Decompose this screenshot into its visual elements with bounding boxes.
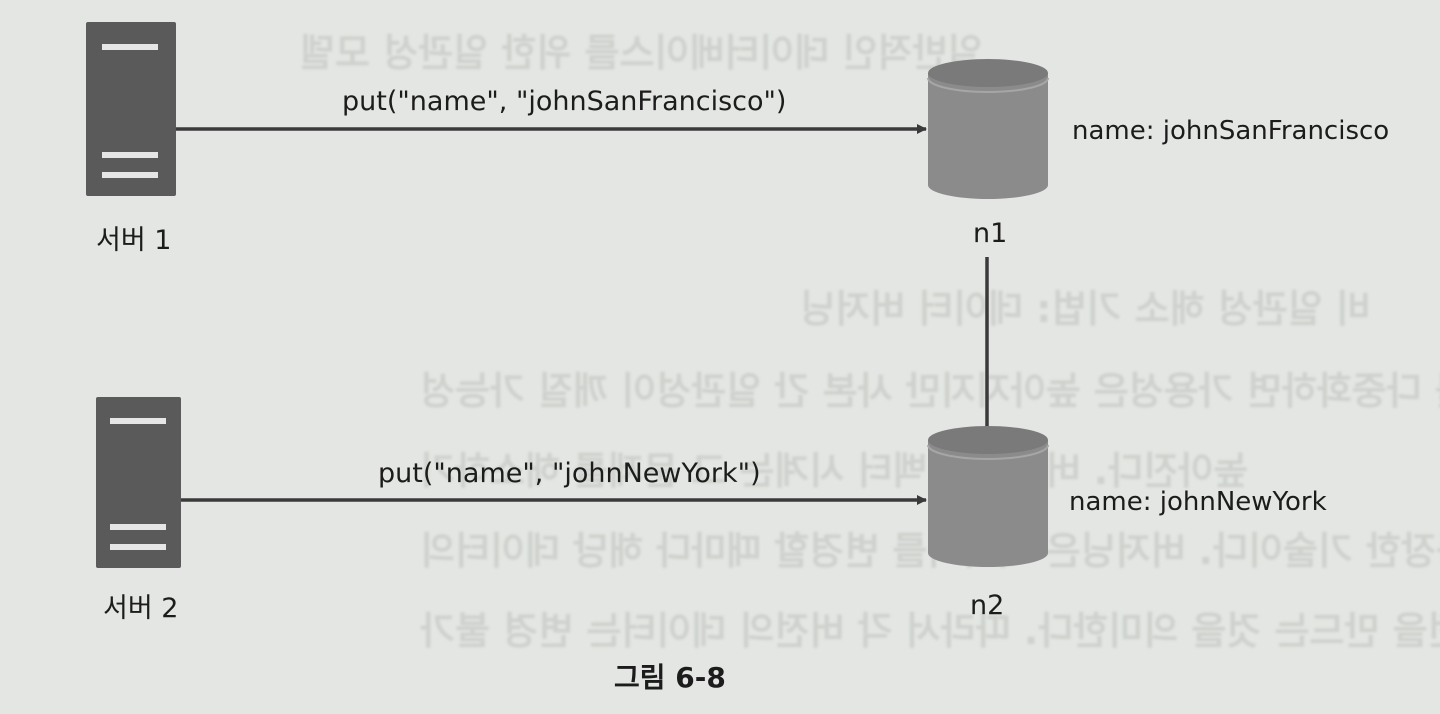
node-n2-label: n2: [970, 590, 1005, 621]
server-2-label: 서버 2: [103, 593, 179, 624]
server-1-icon: [86, 22, 176, 196]
server-1-label: 서버 1: [96, 225, 172, 256]
server-2-icon: [96, 397, 181, 568]
node-n1-value: name: johnSanFrancisco: [1072, 116, 1390, 146]
figure-caption: 그림 6-8: [614, 661, 726, 694]
database-n1-icon: [927, 59, 1049, 199]
node-n2-value: name: johnNewYork: [1069, 487, 1327, 517]
request-label-2: put("name", "johnNewYork"): [378, 458, 761, 489]
request-label-1: put("name", "johnSanFrancisco"): [342, 86, 787, 117]
database-n2-icon: [927, 426, 1049, 567]
node-n1-label: n1: [973, 218, 1008, 249]
